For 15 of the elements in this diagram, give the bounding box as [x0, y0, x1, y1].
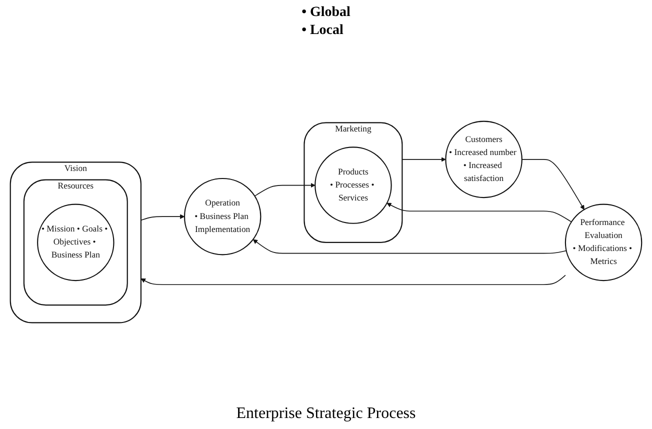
bullet-text: • Local — [302, 22, 344, 40]
node-circle: Operation • Business Plan Implementation — [184, 178, 262, 256]
arrow — [402, 158, 446, 162]
arrow — [140, 214, 185, 222]
arrow — [140, 275, 566, 286]
node-circle: Products • Processes • Services — [314, 147, 392, 224]
arrow — [522, 160, 584, 210]
node-circle: • Mission • Goals • Objectives • Business Plan — [37, 204, 114, 282]
arrow — [386, 203, 572, 223]
arrow — [254, 183, 316, 197]
bullet-text: • Global — [302, 4, 350, 22]
node-circle: Performance Evaluation • Modifications • Metrics — [564, 204, 642, 282]
node-circle: Customers • Increased number • Increased satisfaction — [445, 121, 522, 199]
arrow — [252, 240, 567, 254]
caption: Enterprise Strategic Process — [236, 405, 416, 423]
